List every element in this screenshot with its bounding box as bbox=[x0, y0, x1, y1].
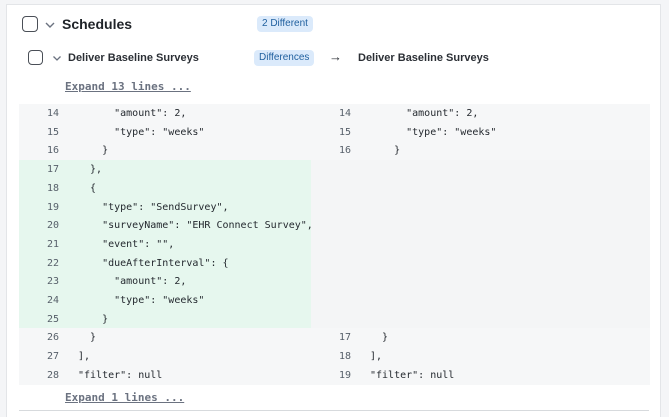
code-text: "type": "weeks" bbox=[370, 126, 497, 138]
line-number: 19 bbox=[338, 369, 351, 381]
code-text: ], bbox=[370, 351, 383, 363]
arrow-right-icon: → bbox=[329, 49, 342, 64]
code-text: "dueAfterInterval": { bbox=[78, 257, 229, 269]
diff-line: 16 } bbox=[19, 141, 311, 161]
diff-line-added: 24 "type": "weeks" bbox=[19, 291, 311, 310]
diff-line: 14 "amount": 2, bbox=[19, 104, 311, 123]
code-text: "type": "SendSurvey", bbox=[78, 201, 229, 213]
code-text: "amount": 2, bbox=[78, 276, 187, 288]
line-number: 18 bbox=[46, 182, 59, 194]
item-title-right: Deliver Baseline Surveys bbox=[358, 52, 489, 64]
code-text: } bbox=[78, 145, 109, 157]
line-number: 17 bbox=[338, 332, 351, 344]
diff-line-added: 18 { bbox=[19, 178, 311, 198]
diff-line-placeholder bbox=[311, 309, 650, 329]
diff-line: 19 "filter": null bbox=[311, 365, 650, 385]
line-number: 17 bbox=[46, 164, 59, 176]
diff-line: 15 "type": "weeks" bbox=[311, 122, 650, 142]
diff-line-placeholder bbox=[311, 197, 650, 217]
line-number: 20 bbox=[46, 220, 59, 232]
line-number: 19 bbox=[46, 201, 59, 213]
code-text: } bbox=[370, 145, 401, 157]
diff-line-placeholder bbox=[311, 234, 650, 254]
diff-line-added: 23 "amount": 2, bbox=[19, 272, 311, 292]
diff-line-placeholder bbox=[311, 160, 650, 180]
line-number: 15 bbox=[46, 126, 59, 138]
line-number: 27 bbox=[46, 351, 59, 363]
differences-badge: Differences bbox=[254, 50, 315, 66]
section-title: Schedules bbox=[62, 16, 133, 32]
diff-line: 18], bbox=[311, 347, 650, 367]
schedules-checkbox[interactable] bbox=[22, 16, 38, 32]
diff-line: 15 "type": "weeks" bbox=[19, 122, 311, 142]
code-text: "amount": 2, bbox=[370, 108, 479, 119]
code-text: } bbox=[370, 332, 389, 344]
diff-line: 28 "filter": null bbox=[19, 365, 311, 385]
different-count-badge: 2 Different bbox=[257, 16, 313, 32]
diff-line-placeholder bbox=[311, 216, 650, 236]
code-text: } bbox=[78, 332, 97, 344]
line-number: 21 bbox=[46, 238, 59, 250]
code-text: { bbox=[78, 182, 97, 194]
code-text: "amount": 2, bbox=[78, 108, 187, 119]
item-title-left: Deliver Baseline Surveys bbox=[68, 52, 199, 64]
diff-line-added: 21 "event": "", bbox=[19, 234, 311, 254]
diff-line: 16 } bbox=[311, 141, 650, 161]
code-text: ], bbox=[78, 351, 91, 363]
diff-line: 17 } bbox=[311, 328, 650, 348]
line-number: 25 bbox=[46, 313, 59, 325]
code-text: "event": "", bbox=[78, 238, 175, 250]
line-number: 14 bbox=[46, 108, 59, 119]
code-text: }, bbox=[78, 164, 103, 176]
line-number: 14 bbox=[338, 108, 351, 119]
diff-line-added: 25 } bbox=[19, 309, 311, 329]
expand-lines-top[interactable]: Expand 13 lines ... bbox=[65, 80, 191, 93]
expand-lines-bottom[interactable]: Expand 1 lines ... bbox=[65, 391, 185, 404]
line-number: 16 bbox=[46, 145, 59, 157]
line-number: 15 bbox=[338, 126, 351, 138]
code-text: "type": "weeks" bbox=[78, 126, 205, 138]
code-text: "filter": null bbox=[370, 369, 455, 381]
code-text: "type": "weeks" bbox=[78, 295, 205, 306]
line-number: 23 bbox=[46, 276, 59, 288]
diff-line-added: 22 "dueAfterInterval": { bbox=[19, 253, 311, 273]
diff-line-added: 19 "type": "SendSurvey", bbox=[19, 197, 311, 217]
diff-line: 14 "amount": 2, bbox=[311, 104, 650, 123]
diff-line-placeholder bbox=[311, 272, 650, 292]
chevron-down-icon[interactable] bbox=[52, 53, 62, 63]
code-text: "filter": null bbox=[78, 369, 163, 381]
line-number: 18 bbox=[338, 351, 351, 363]
chevron-down-icon[interactable] bbox=[45, 20, 55, 30]
item-checkbox[interactable] bbox=[28, 50, 43, 65]
line-number: 28 bbox=[46, 369, 59, 381]
diff-line-added: 17 }, bbox=[19, 160, 311, 180]
line-number: 26 bbox=[46, 332, 59, 344]
diff-line-placeholder bbox=[311, 291, 650, 310]
code-text: } bbox=[78, 313, 109, 325]
diff-line-placeholder bbox=[311, 178, 650, 198]
bottom-divider bbox=[19, 410, 649, 411]
diff-line: 27], bbox=[19, 347, 311, 367]
line-number: 24 bbox=[46, 295, 59, 306]
diff-line-added: 20 "surveyName": "EHR Connect Survey", bbox=[19, 216, 313, 236]
diff-line: 26 } bbox=[19, 328, 311, 348]
code-text: "surveyName": "EHR Connect Survey", bbox=[78, 220, 313, 232]
diff-line-placeholder bbox=[311, 253, 650, 273]
schedules-panel: Schedules 2 Different Deliver Baseline S… bbox=[6, 4, 661, 417]
line-number: 16 bbox=[338, 145, 351, 157]
line-number: 22 bbox=[46, 257, 59, 269]
